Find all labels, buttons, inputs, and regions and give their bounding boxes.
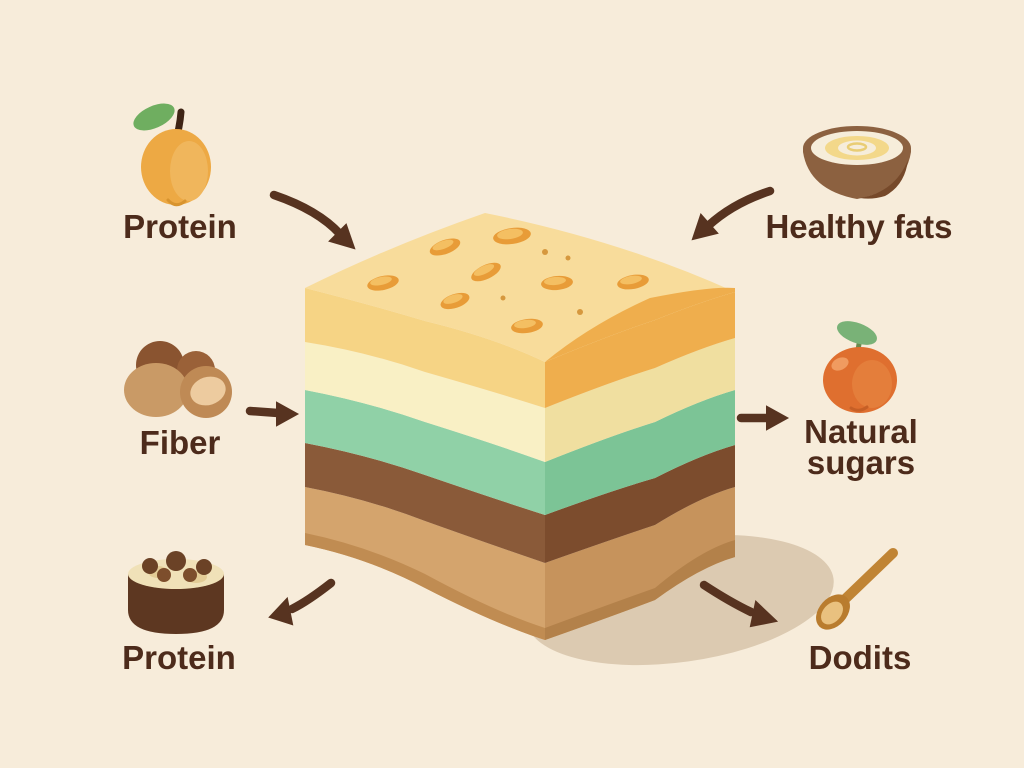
apricot-lobe-highlight (170, 141, 208, 201)
arrow-bottom-right-shaft (699, 580, 756, 617)
callout-label-healthy-fats: Healthy fats (765, 208, 953, 245)
arrow-bottom-left-head (268, 596, 294, 626)
arrow-middle-left-head (276, 401, 300, 427)
orange-crease (849, 405, 869, 412)
arrow-middle-left (245, 401, 300, 427)
arrow-bottom-right-head (749, 600, 779, 628)
layer-tan-right (545, 487, 735, 640)
layer-cream-right (545, 338, 735, 462)
layer-yellow-right (545, 292, 735, 408)
callout-label-protein-top: Protein (123, 208, 237, 245)
layer-tan-left-edge (305, 533, 545, 640)
layer-brown-left (305, 443, 545, 563)
arrow-top-right-shaft (703, 186, 775, 231)
apricot-leaf (133, 103, 175, 131)
layer-brown-right (545, 445, 735, 563)
spoon-handle (837, 548, 898, 607)
top-face-drip-band (545, 287, 735, 362)
cup-chip-3 (196, 559, 212, 575)
cup-chip-2 (166, 551, 186, 571)
arrow-top-left (269, 190, 356, 250)
callout-label-natural-sugars: Natural sugars (804, 413, 918, 481)
arrows (245, 186, 790, 628)
cup-body (128, 574, 224, 634)
nuts-icon (124, 341, 232, 418)
cup-chip-1 (142, 558, 158, 574)
crumb-specks (500, 249, 583, 315)
bowl-shading (860, 160, 908, 199)
layer-yellow-left (305, 288, 545, 408)
bowl-cream-center (838, 140, 876, 156)
coconut-bowl-icon (803, 126, 911, 199)
arrow-top-left-shaft (269, 190, 345, 239)
callout-label-fiber: Fiber (139, 424, 221, 461)
arrow-middle-left-shaft (245, 406, 283, 418)
callout-label-protein-bottom: Protein (122, 639, 236, 676)
cup-chip-4 (157, 568, 171, 582)
arrow-top-left-head (328, 223, 356, 250)
layer-tan-right-edge (545, 540, 735, 640)
bowl-center-swirl (846, 142, 868, 152)
layer-tan-left (305, 487, 545, 640)
callout-label-dodits: Dodits (808, 639, 912, 676)
cup-chip-5 (183, 568, 197, 582)
arrow-middle-right (736, 405, 790, 431)
arrow-bottom-left-shaft (287, 578, 336, 614)
oat-piece-highlights (370, 228, 642, 329)
nut-front-light (124, 363, 188, 417)
layered-bar (305, 213, 735, 640)
layer-green-left (305, 390, 545, 515)
arrow-middle-right-head (766, 405, 790, 431)
arrow-top-right-head (691, 213, 719, 241)
arrow-top-right (691, 186, 775, 241)
apricot-icon (133, 103, 211, 207)
spoon-bowl-inner (821, 601, 843, 625)
arrow-bottom-right (699, 580, 779, 628)
nut-cross-section-inner (190, 376, 226, 406)
orange-leaf (836, 321, 878, 345)
arrow-bottom-left (268, 578, 336, 626)
layer-cream-left (305, 342, 545, 462)
apricot-crease (166, 198, 187, 207)
layer-green-right (545, 390, 735, 515)
wooden-spoon-icon (816, 548, 898, 630)
protein-cup-icon (128, 551, 224, 634)
orange-icon (823, 321, 897, 413)
orange-lobe-highlight (852, 360, 892, 408)
orange-shine (831, 357, 849, 371)
